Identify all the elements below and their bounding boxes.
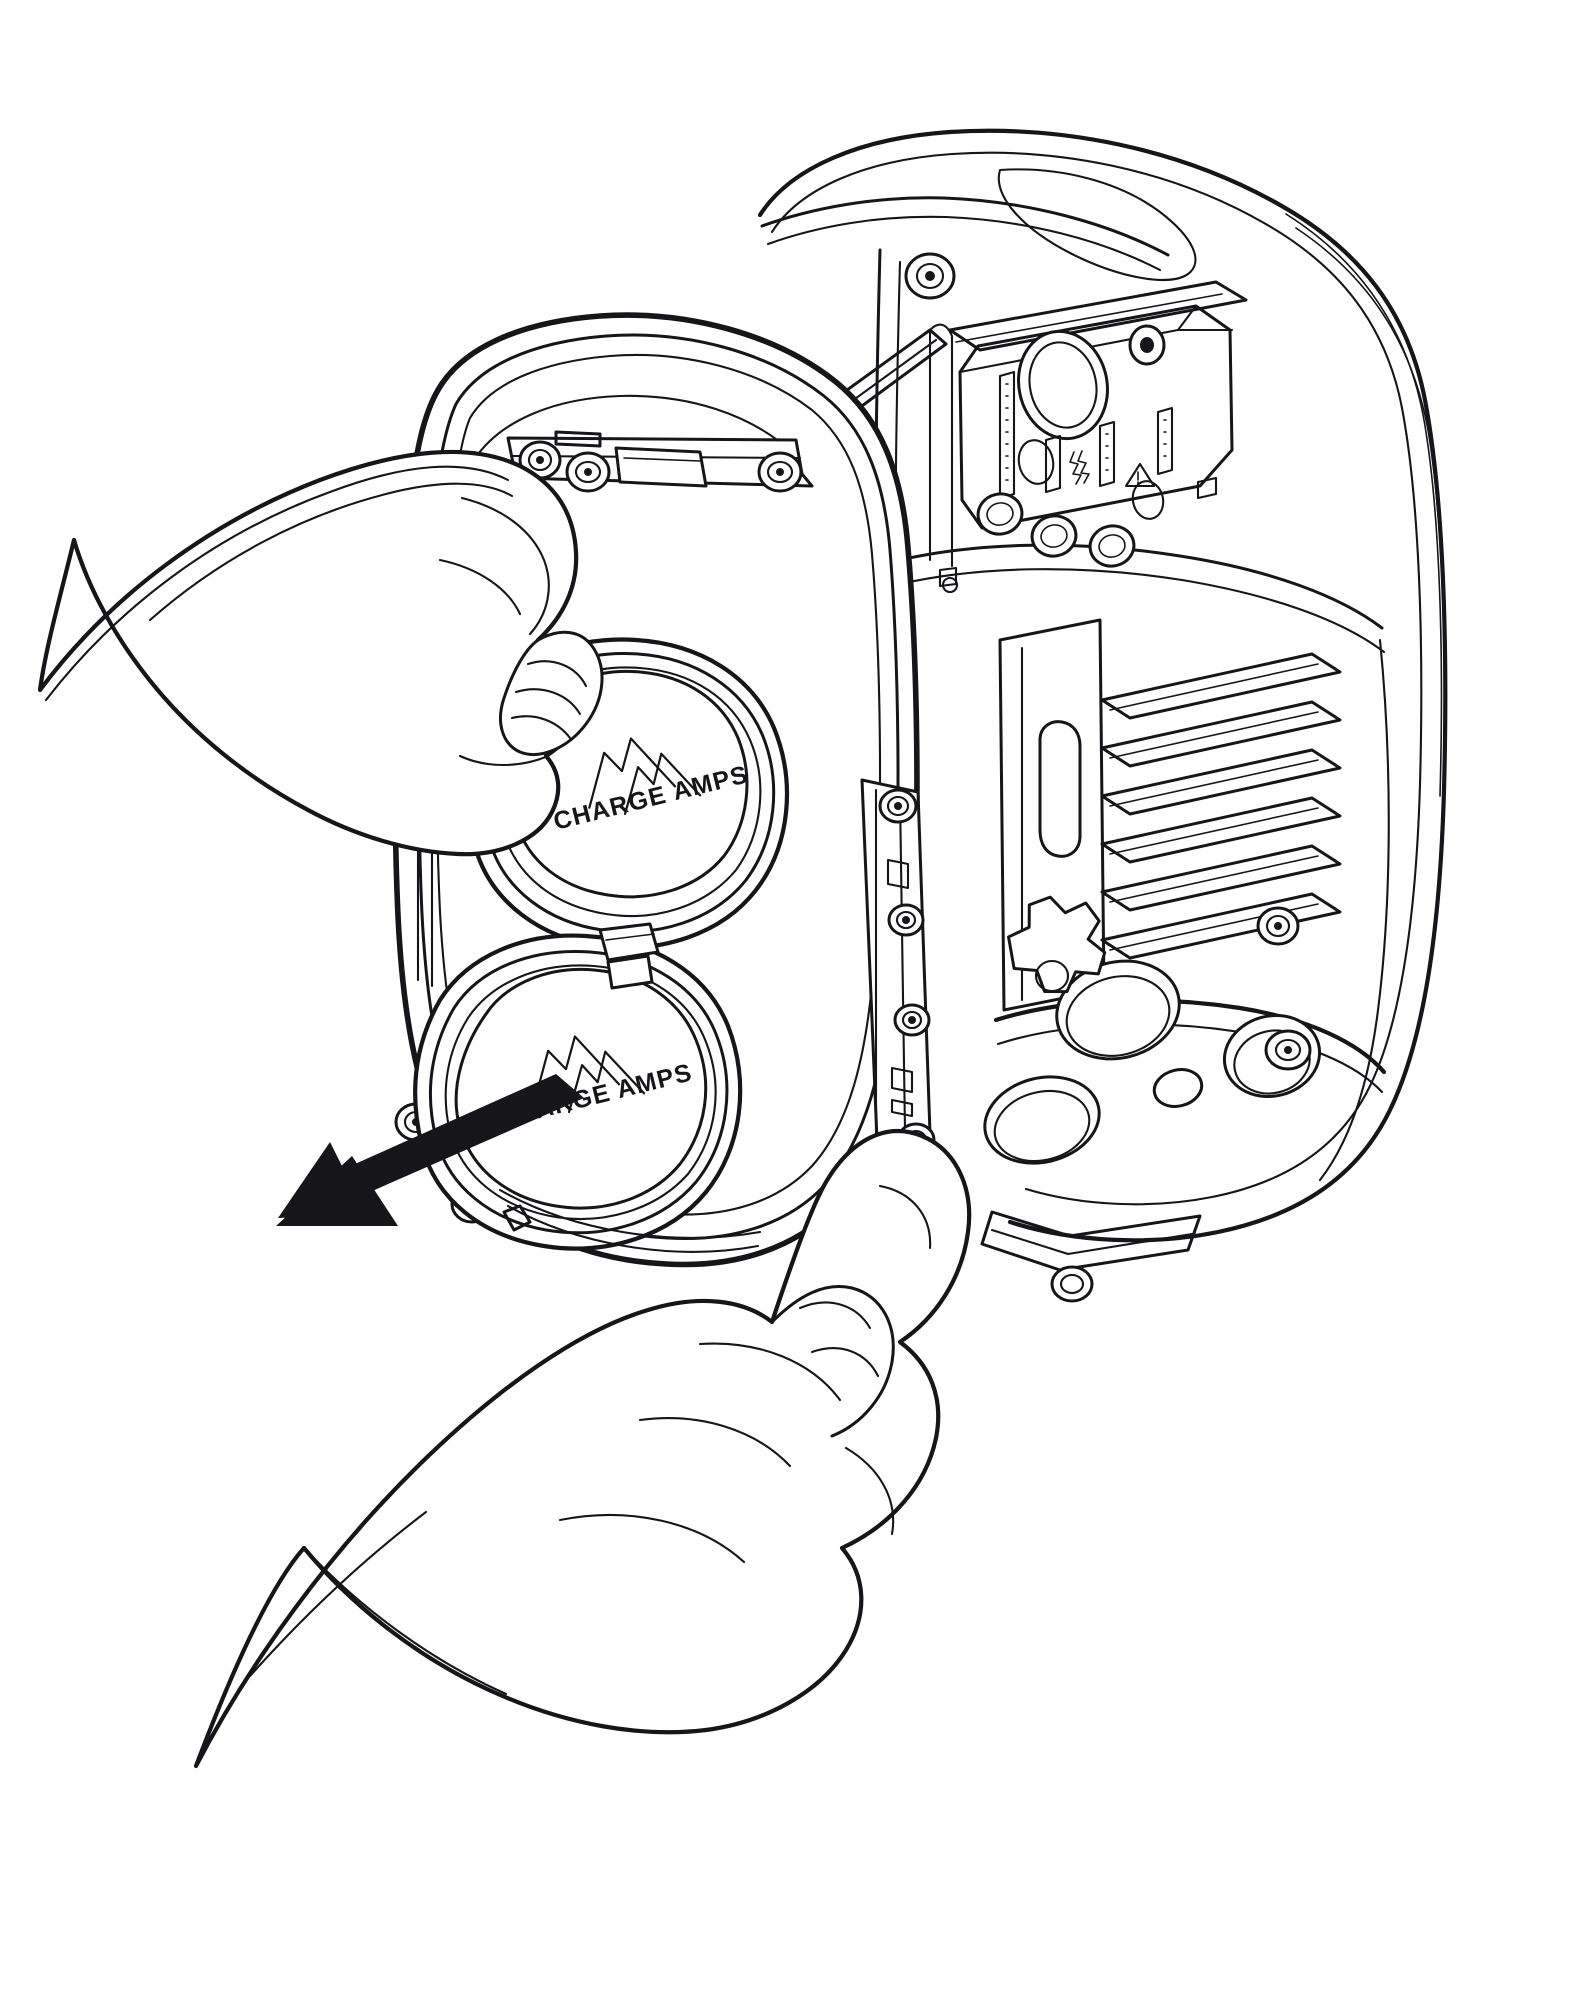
mounting-screw [1264,1029,1312,1071]
front-cover-bottom-strip-2 [506,1204,760,1253]
front-cover-latch-window [614,446,708,488]
round-test-button[interactable] [1009,323,1118,447]
chassis-mounting-plate-2 [898,568,1386,654]
socket-cover-hinge [598,922,660,990]
lower-socket-cover[interactable]: CHARGE AMPS [413,933,743,1251]
chassis-bottom-bracket-edge [990,1228,1194,1256]
chassis-mounting-plate [898,543,1384,630]
breaker-indicator-led [1128,324,1166,366]
cable-knockout [1055,959,1181,1061]
front-cover-hinge-strip [860,778,936,1214]
mounting-screw [887,903,925,937]
mounting-screw [1256,906,1300,946]
mounting-screw [565,451,611,493]
lower-hand [193,1128,972,1769]
chassis-top-panel-highlight [997,168,1197,281]
chassis-top-shoulder-2 [766,215,1162,272]
mounting-screw [1050,1265,1094,1303]
din-rail-edge [955,293,1223,343]
breaker-chip [1196,476,1218,500]
chassis-right-rim-b [1295,227,1446,799]
chassis-base-plate [983,895,1387,1165]
chassis-rib-left-top [928,323,954,338]
breaker-slot-2 [1044,434,1062,494]
cooling-fin-stack [1100,652,1342,960]
breaker-slot-3 [1098,420,1116,488]
breaker-perforations [1005,383,1167,481]
chassis-right-rim-a [1285,213,1443,797]
mounting-screw [757,451,803,493]
chassis-outer-shell [757,128,1448,1243]
brand-logo-icon [588,737,702,816]
chassis-inner-right-wall [1318,638,1390,1182]
breaker-slot-4 [1156,406,1174,476]
upper-hand [37,449,604,857]
lower-cover-latch [502,1204,532,1232]
mounting-screw [893,1003,931,1037]
mounting-screw [878,788,918,824]
breaker-slot-1 [998,370,1016,500]
star-grommet [1007,895,1107,994]
direction-arrow [276,1074,584,1226]
breaker-marking-text [1069,450,1090,485]
cable-knockout [983,1075,1101,1165]
chassis-outer-shell-inner-line [770,151,1423,1206]
din-rail [948,280,1248,352]
chassis-wall-hole [941,576,959,594]
chassis-inner-tab [1038,720,1082,858]
mounting-screw [904,252,956,300]
chassis-top-shoulder [760,196,1170,257]
breaker-warning-symbol-icon [1124,462,1156,488]
front-cover-top-highlight [472,394,794,462]
rcd-breaker-module [948,280,1248,568]
charger-chassis [750,128,1448,1303]
cable-knockout-small [1152,1068,1204,1108]
front-cover-bottom-strip [498,1188,762,1239]
breaker-terminal-ports [976,439,1165,568]
brand-logo-icon [532,1035,646,1114]
